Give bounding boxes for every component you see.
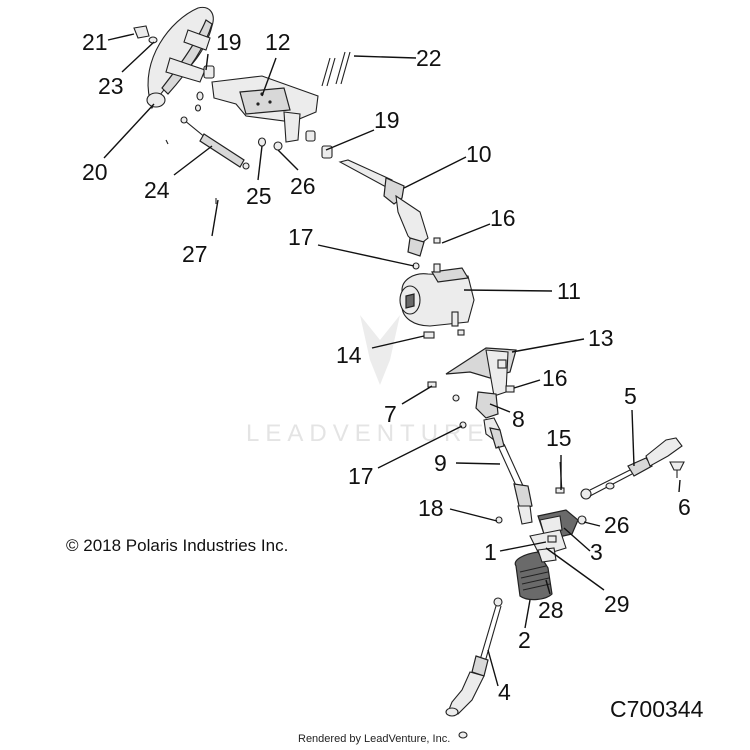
part-rack-and-pinion <box>514 509 579 601</box>
part-14-bolt <box>423 331 435 339</box>
callout-7: 7 <box>384 401 397 427</box>
part-18-nut <box>495 516 503 524</box>
callout-18: 18 <box>418 495 444 521</box>
part-13-bracket <box>445 347 517 397</box>
part-22-pins <box>321 51 351 87</box>
leadventure-watermark: LEADVENTURE <box>246 315 489 447</box>
callout-16-lower: 16 <box>542 365 568 391</box>
callout-16-top: 16 <box>490 205 516 231</box>
part-16-bolt-lower <box>505 385 515 393</box>
callout-13: 13 <box>588 325 614 351</box>
watermark-text: LEADVENTURE <box>246 420 489 447</box>
callout-17-lower: 17 <box>348 463 374 489</box>
callout-21: 21 <box>82 29 108 55</box>
callout-24: 24 <box>144 177 170 203</box>
part-26-nut-top <box>273 141 283 151</box>
callout-25: 25 <box>246 183 272 209</box>
part-25-bolt <box>257 137 267 147</box>
copyright-notice: © 2018 Polaris Industries Inc. <box>66 536 289 555</box>
callout-1: 1 <box>484 539 497 565</box>
callout-15: 15 <box>546 425 572 451</box>
part-9-lower-shaft <box>483 417 533 525</box>
part-15-bolt <box>555 461 565 494</box>
callout-4: 4 <box>498 679 511 705</box>
drawing-code: C700344 <box>610 696 704 722</box>
part-7-bolt <box>427 381 460 402</box>
part-19-bushing-right <box>305 130 333 159</box>
part-19-bushing-top <box>203 65 215 79</box>
callout-12: 12 <box>265 29 291 55</box>
callout-23: 23 <box>98 73 124 99</box>
callout-29: 29 <box>604 591 630 617</box>
leader-lines <box>103 33 681 687</box>
callout-28: 28 <box>538 597 564 623</box>
part-6-bolt <box>669 461 685 478</box>
part-8-plate <box>475 391 499 419</box>
part-11-eps-unit <box>399 263 475 336</box>
callout-10: 10 <box>466 141 492 167</box>
callout-2: 2 <box>518 627 531 653</box>
part-12-tilt-bracket <box>194 75 319 143</box>
callout-26-lower: 26 <box>604 512 630 538</box>
part-24-gas-strut <box>180 116 250 170</box>
callout-8: 8 <box>512 406 525 432</box>
callout-26-top: 26 <box>290 173 316 199</box>
callout-3: 3 <box>590 539 603 565</box>
callout-27: 27 <box>182 241 208 267</box>
part-10-upper-shaft <box>338 159 441 257</box>
callout-9: 9 <box>434 450 447 476</box>
callout-19-top: 19 <box>216 29 242 55</box>
part-20-steering-wheel <box>146 6 214 110</box>
part-small-bolt <box>165 139 169 145</box>
rendered-by-credit: Rendered by LeadVenture, Inc. <box>298 733 451 745</box>
callout-19-right: 19 <box>374 107 400 133</box>
callout-17-top: 17 <box>288 224 314 250</box>
callout-20: 20 <box>82 159 108 185</box>
callout-labels: 21 23 19 12 22 19 10 20 24 25 26 16 17 2… <box>82 29 691 705</box>
callout-5: 5 <box>624 383 637 409</box>
callout-6: 6 <box>678 494 691 520</box>
part-21-clip <box>133 25 150 39</box>
part-4-tie-rod-left <box>445 597 503 739</box>
callout-11: 11 <box>557 278 581 304</box>
callout-14: 14 <box>336 342 362 368</box>
part-5-tie-rod-right <box>580 437 683 500</box>
callout-22: 22 <box>416 45 442 71</box>
